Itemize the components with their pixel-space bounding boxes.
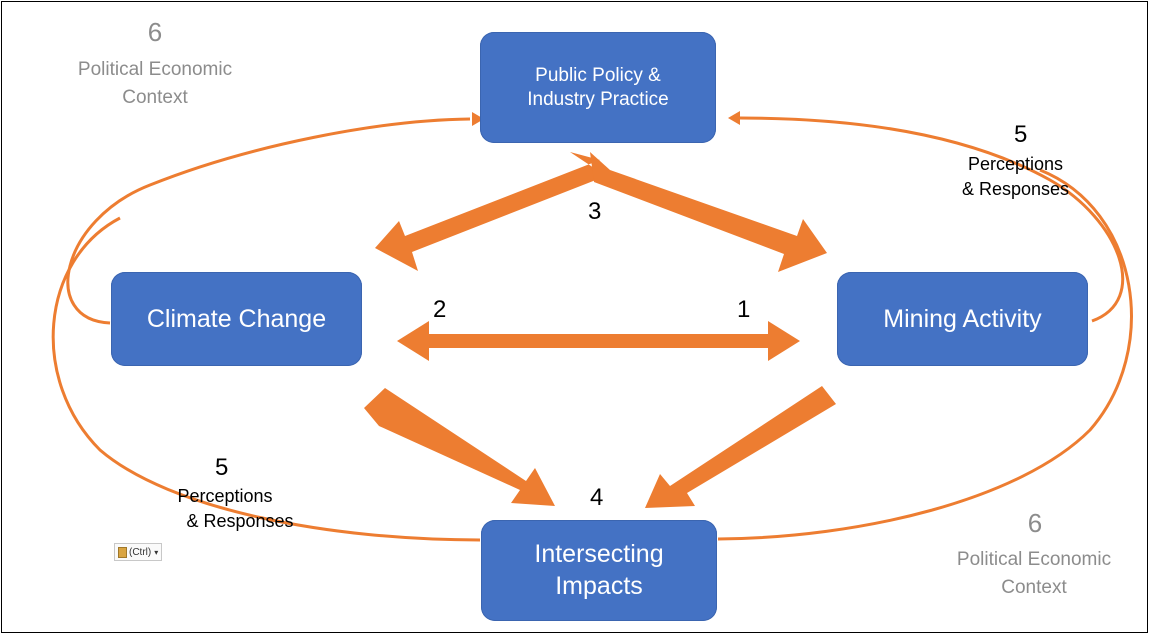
label-number-4: 4 xyxy=(590,484,604,511)
label-number-5-right: 5 xyxy=(1014,121,1028,148)
context-bottom-right-line2: Context xyxy=(1001,576,1067,598)
paste-options-label: (Ctrl) xyxy=(129,546,152,558)
perceptions-responses-left: Perceptions & Responses xyxy=(140,484,310,534)
node-intersecting-impacts: Intersecting Impacts xyxy=(481,520,717,621)
label-number-5-left: 5 xyxy=(215,454,229,481)
context-number-bottom-right: 6 xyxy=(1027,508,1043,538)
loop-left-outer-ellipse xyxy=(51,216,481,542)
node-climate-change: Climate Change xyxy=(111,272,362,366)
context-top-left-line2: Context xyxy=(122,86,188,108)
context-label-top-left: Political Economic Context xyxy=(40,56,270,111)
node-public-policy-line1: Public Policy & xyxy=(535,64,661,86)
label-number-2: 2 xyxy=(433,296,447,323)
arrow-policy-to-mining xyxy=(590,152,827,272)
loop-right-outer-ellipse xyxy=(717,168,1133,541)
chevron-down-icon: ▾ xyxy=(154,547,159,557)
node-public-policy-line2: Industry Practice xyxy=(527,88,669,110)
context-top-left-line1: Political Economic xyxy=(77,59,233,80)
arrow-climate-to-impacts xyxy=(364,388,555,506)
paste-options-button[interactable]: (Ctrl) ▾ xyxy=(114,543,163,561)
arrow-mining-to-impacts xyxy=(645,386,836,508)
node-climate-change-label: Climate Change xyxy=(146,304,327,333)
context-label-bottom-right: Political Economic Context xyxy=(920,546,1148,601)
context-bottom-right-line1: Political Economic xyxy=(956,549,1112,570)
arrowhead-left-loop xyxy=(472,112,484,126)
node-mining-activity-label: Mining Activity xyxy=(883,304,1042,333)
arrowhead-right-loop xyxy=(728,111,740,125)
loop-left-climate-to-policy xyxy=(66,117,471,325)
node-intersecting-impacts-line1: Intersecting xyxy=(534,540,664,569)
perceptions-right-line2: & Responses xyxy=(961,179,1070,200)
label-number-3: 3 xyxy=(588,198,602,225)
node-mining-activity: Mining Activity xyxy=(837,272,1088,366)
perceptions-right-line1: Perceptions xyxy=(967,154,1064,174)
perceptions-left-line1: Perceptions xyxy=(177,486,273,506)
label-number-1: 1 xyxy=(737,296,751,323)
node-public-policy: Public Policy & Industry Practice xyxy=(480,32,716,143)
loop-right-mining-to-policy xyxy=(739,116,1125,323)
clipboard-icon xyxy=(118,546,127,558)
perceptions-left-line2: & Responses xyxy=(186,511,294,532)
node-intersecting-impacts-line2: Impacts xyxy=(555,571,643,600)
arrow-policy-to-climate xyxy=(375,152,606,271)
perceptions-responses-right: Perceptions & Responses xyxy=(913,152,1118,202)
arrow-climate-mining-double xyxy=(397,321,800,361)
context-number-top-left: 6 xyxy=(147,17,163,47)
